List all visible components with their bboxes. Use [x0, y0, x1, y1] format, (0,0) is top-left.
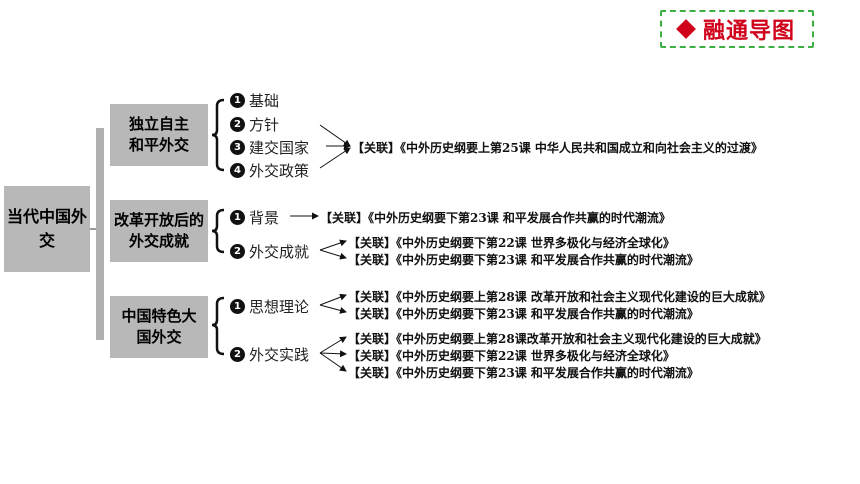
topic-item: 2 外交成就: [230, 241, 309, 262]
topic-label: 建交国家: [249, 139, 310, 157]
root-label: 当代中国外交: [6, 207, 87, 250]
group-label: 中国特色大国外交: [121, 307, 197, 346]
topic-item: 1 背景: [230, 207, 279, 228]
topic-label: 思想理论: [249, 298, 310, 316]
topic-label: 背景: [249, 209, 280, 227]
number-badge: 1: [230, 93, 245, 108]
link-reference: 【关联】《中外历史纲要上第28课 改革开放和社会主义现代化建设的巨大成就》: [348, 290, 771, 304]
group-box-major-power: 中国特色大国外交: [110, 296, 208, 358]
topic-item: 3 建交国家: [230, 137, 309, 158]
link-reference: 【关联】《中外历史纲要上第25课 中华人民共和国成立和向社会主义的过渡》: [352, 141, 763, 155]
topic-item: 4 外交政策: [230, 160, 309, 181]
number-badge: 1: [230, 299, 245, 314]
trunk-line: [96, 128, 104, 340]
topic-label: 外交成就: [249, 243, 310, 261]
number-badge: 1: [230, 210, 245, 225]
number-badge: 2: [230, 347, 245, 362]
badge-label: 融通导图: [702, 19, 795, 44]
topic-item: 1 思想理论: [230, 296, 309, 317]
link-reference: 【关联】《中外历史纲要下第23课 和平发展合作共赢的时代潮流》: [348, 253, 699, 267]
link-reference: 【关联】《中外历史纲要下第22课 世界多极化与经济全球化》: [348, 349, 675, 363]
number-badge: 2: [230, 244, 245, 259]
topic-label: 外交政策: [249, 162, 310, 180]
number-badge: 4: [230, 163, 245, 178]
link-reference: 【关联】《中外历史纲要下第23课 和平发展合作共赢的时代潮流》: [348, 366, 699, 380]
section-badge: 融通导图: [660, 10, 814, 48]
link-reference: 【关联】《中外历史纲要上第28课改革开放和社会主义现代化建设的巨大成就》: [348, 332, 767, 346]
number-badge: 2: [230, 117, 245, 132]
group-label: 独立自主和平外交: [128, 115, 189, 154]
topic-label: 外交实践: [249, 346, 310, 364]
link-reference: 【关联】《中外历史纲要下第23课 和平发展合作共赢的时代潮流》: [320, 211, 671, 225]
root-node: 当代中国外交: [4, 186, 90, 272]
topic-item: 2 方针: [230, 114, 279, 135]
group-label: 改革开放后的外交成就: [113, 211, 204, 250]
topic-label: 方针: [249, 116, 280, 134]
group-box-independent: 独立自主和平外交: [110, 104, 208, 166]
topic-label: 基础: [249, 92, 280, 110]
topic-item: 2 外交实践: [230, 344, 309, 365]
link-reference: 【关联】《中外历史纲要下第23课 和平发展合作共赢的时代潮流》: [348, 307, 699, 321]
number-badge: 3: [230, 140, 245, 155]
group-box-reform: 改革开放后的外交成就: [110, 200, 208, 262]
link-reference: 【关联】《中外历史纲要下第22课 世界多极化与经济全球化》: [348, 236, 675, 250]
topic-item: 1 基础: [230, 90, 279, 111]
